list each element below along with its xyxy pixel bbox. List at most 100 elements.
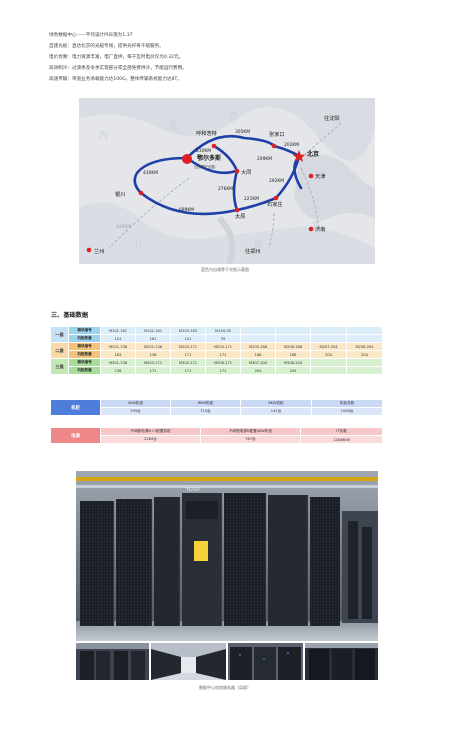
module-cell: M103-163 [170,326,206,335]
module-cell: 136 [100,366,136,375]
module-cell: M207-204 [310,342,347,351]
intro-text: 绿色数据中心——平均设计PUE值为1.37 自建光缆：直达北京的光缆专线，提供光… [49,30,409,85]
module-cell: 35 [205,334,241,343]
intro-line-fiber: 自建光缆：直达北京的光缆专线，提供光纤骨干级服务。 [49,44,164,49]
dist-taiyuan-shijiazhuang: 221KM [244,196,259,202]
module-cell: M303-171 [135,358,171,367]
module-cell: M208-204 [346,342,383,351]
intro-line-pue: 绿色数据中心——平均设计PUE值为1.37 [49,33,133,38]
faint-route [268,212,275,249]
faint-route [300,167,320,229]
module-cell: 188 [240,350,276,359]
dist-ordos-hohhot: 230KM [196,148,211,154]
module-cell [310,358,347,367]
label-ordos: 鄂尔多斯 [197,154,221,162]
dist-faint-left: 440KM [116,224,131,230]
dist-hohhot-zhangjiakou: 305KM [235,129,250,135]
city-marker-jinan [308,226,314,232]
dist-yinchuan-taiyuan: 699KM [179,207,194,213]
city-marker-taiyuan [234,207,240,213]
module-cell [346,326,383,335]
module-cell: 204 [240,366,276,375]
faint-map-text: 甘 [134,239,143,251]
backbone-routes [133,134,303,216]
rack-type-8kw: 8KW机柜 [240,399,312,408]
server-rack [224,493,266,626]
cable-tray [76,485,378,488]
module-cell [240,334,276,343]
module-cell [346,334,383,343]
power-head: 电源 [50,427,101,444]
row-label: 机柜数量 [68,366,101,375]
module-cell: M307-204 [240,358,276,367]
intro-line-cooling: 高效制冷：过渡季及冬季实现部分或全部免费供冷，节能运行费用。 [49,66,187,71]
label-beijing: 北京 [307,150,319,158]
power-row-counts: 2264台 767台 12808kW [51,435,383,444]
dist-datong-taiyuan: 276KM [218,186,233,192]
power-count-it: 12808kW [300,435,383,444]
route-hohhot-zhangjiakou [185,134,276,160]
module-cell: M301-136 [100,358,136,367]
label-jinan: 济南 [315,225,325,233]
module-cell: M206-188 [275,342,311,351]
rack-type-6kw: 6KW机柜 [170,399,241,408]
rack-type-total: 机柜总数 [311,399,383,408]
label-ordos-sub: （云计算产业园） [192,164,218,169]
module-cell: 171 [205,350,241,359]
cable-tray [76,477,378,481]
city-labels: 鄂尔多斯 （云计算产业园） 呼和浩特 张家口 北京 大同 天津 石家庄 太原 银… [94,114,340,255]
module-cell [275,326,311,335]
thumbnail-photo [76,643,149,680]
city-marker-zhangjiakou [271,143,277,149]
power-count-n1: 2264台 [100,435,201,444]
city-markers [86,143,314,253]
power-row-types: 电源 不间断电源N+1配置机柜 不间断电源N配置4KW机柜 IT负载 [50,427,383,444]
module-cell: 101 [170,334,206,343]
server-rack [80,501,114,626]
label-lanzhou: 兰州 [94,247,104,255]
distance-labels: 305KM 230KM 202KM 209KM 430KM 276KM 292K… [116,129,299,230]
faint-map-text: 蒙 [169,119,178,131]
power-table: 电源 不间断电源N+1配置机柜 不间断电源N配置4KW机柜 IT负载 2264台… [50,427,383,444]
server-rack [154,497,180,626]
rack-brand-label: YOSO [185,487,200,493]
power-type-n1: 不间断电源N+1配置机柜 [100,427,201,436]
server-room-photo: YOSO [76,471,378,641]
rack-count-6kw: 715台 [170,407,241,416]
row-label: 模块编号 [68,326,101,335]
city-marker-hohhot [211,143,217,149]
rack-head: 机柜 [50,399,101,416]
power-type-n: 不间断电源N配置4KW机柜 [200,427,301,436]
module-cell: 101 [100,334,136,343]
terrain-river [216,215,236,264]
thumbnail-svg [305,643,378,680]
module-cell [310,334,347,343]
label-hohhot: 呼和浩特 [196,129,217,137]
module-cell: 171 [135,366,171,375]
floor-label: 三层 [50,358,69,375]
route-hohhot-datong [212,144,239,173]
module-cell: 136 [135,350,171,359]
module-cell: 204 [275,366,311,375]
city-marker-datong [234,168,240,174]
module-cell: M204-171 [205,342,241,351]
terrain-shape [294,154,375,221]
label-taiyuan: 太原 [235,212,245,220]
rack-row-counts: 299台 715台 141台 1006台 [51,407,383,416]
server-rack [268,495,308,626]
thumbnail-svg [151,643,226,680]
module-cell: M201-136 [100,342,136,351]
server-room-photo-svg: YOSO [76,471,378,641]
rack-count-8kw: 141台 [240,407,312,416]
module-cell: 204 [346,350,383,359]
floor-label: 二层 [50,342,69,359]
module-cell: 171 [170,350,206,359]
module-cell: M104-35 [205,326,241,335]
module-cell: M102-161 [135,326,171,335]
module-cell: 171 [170,366,206,375]
server-rack [362,527,372,619]
